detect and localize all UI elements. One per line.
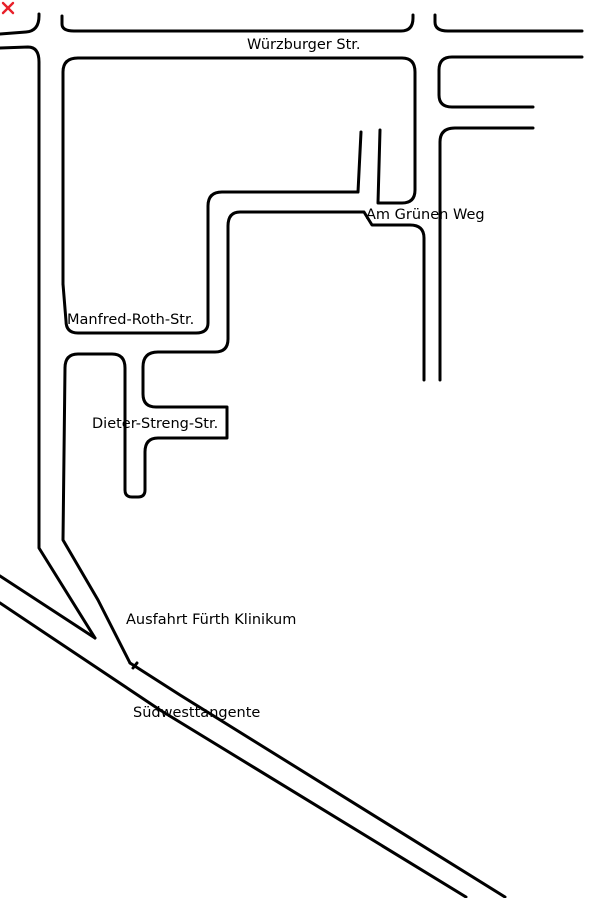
road-left-lower <box>61 366 132 665</box>
road-left-main <box>0 45 97 640</box>
road-top-right-upper <box>433 13 584 33</box>
label-wuerzburger-str: Würzburger Str. <box>247 37 361 53</box>
label-suedwesttangente: Südwesttangente <box>133 705 261 721</box>
road-am-gruenen-weg-inner <box>63 210 426 499</box>
road-top-left-upper <box>0 12 41 36</box>
label-manfred-roth-str: Manfred-Roth-Str. <box>67 312 195 328</box>
label-am-gruenen-weg: Am Grünen Weg <box>366 207 485 223</box>
label-dieter-streng-str: Dieter-Streng-Str. <box>92 416 219 432</box>
road-wuerzburger-lower <box>61 56 417 286</box>
road-am-gruenen-weg <box>61 130 363 335</box>
label-ausfahrt-fuerth-klinikum: Ausfahrt Fürth Klinikum <box>126 612 297 628</box>
road-suedwesttangente-lower <box>0 601 468 898</box>
road-right-top <box>437 55 584 109</box>
road-wuerzburger-upper <box>60 13 415 33</box>
road-ausfahrt-connector <box>131 661 139 670</box>
road-suedwesttangente-main <box>128 661 507 898</box>
x-mark-icon <box>1 1 15 15</box>
road-right-vertical <box>438 126 535 382</box>
road-suedwesttangente-upper <box>0 574 97 640</box>
